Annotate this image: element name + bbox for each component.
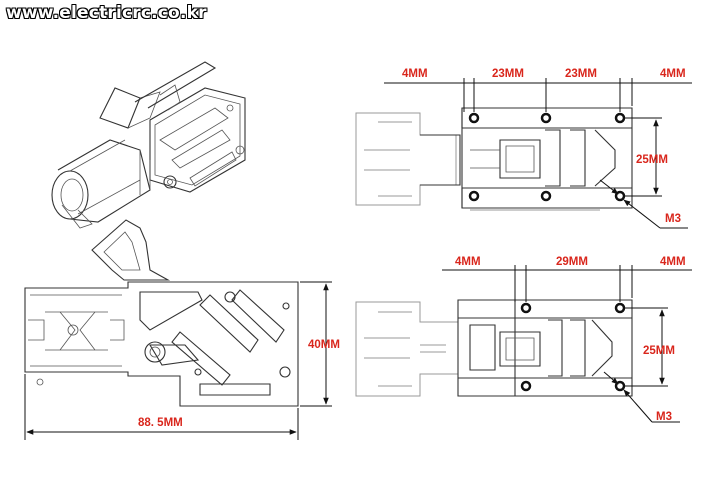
top-thread-label: M3 (665, 213, 681, 225)
plate-height-label: 40MM (308, 339, 340, 351)
angle-bracket-outline (91, 219, 171, 281)
side-plate-view (24, 281, 332, 440)
bottom-height-label: 25MM (643, 345, 675, 357)
top-mount-view (355, 78, 692, 229)
bottom-thread-label: M3 (656, 411, 672, 423)
bottom-spacing-3: 4MM (660, 256, 686, 268)
top-height-label: 25MM (636, 154, 668, 166)
bottom-spacing-2: 29MM (556, 256, 588, 268)
isometric-mount-view (51, 61, 246, 229)
plate-width-label: 88. 5MM (138, 417, 183, 429)
top-spacing-2: 23MM (492, 68, 524, 80)
top-spacing-4: 4MM (660, 68, 686, 80)
bottom-mount-view (355, 265, 692, 423)
top-spacing-3: 23MM (565, 68, 597, 80)
watermark: www.electricrc.co.kr (6, 3, 207, 23)
top-spacing-1: 4MM (402, 68, 428, 80)
bottom-spacing-1: 4MM (455, 256, 481, 268)
